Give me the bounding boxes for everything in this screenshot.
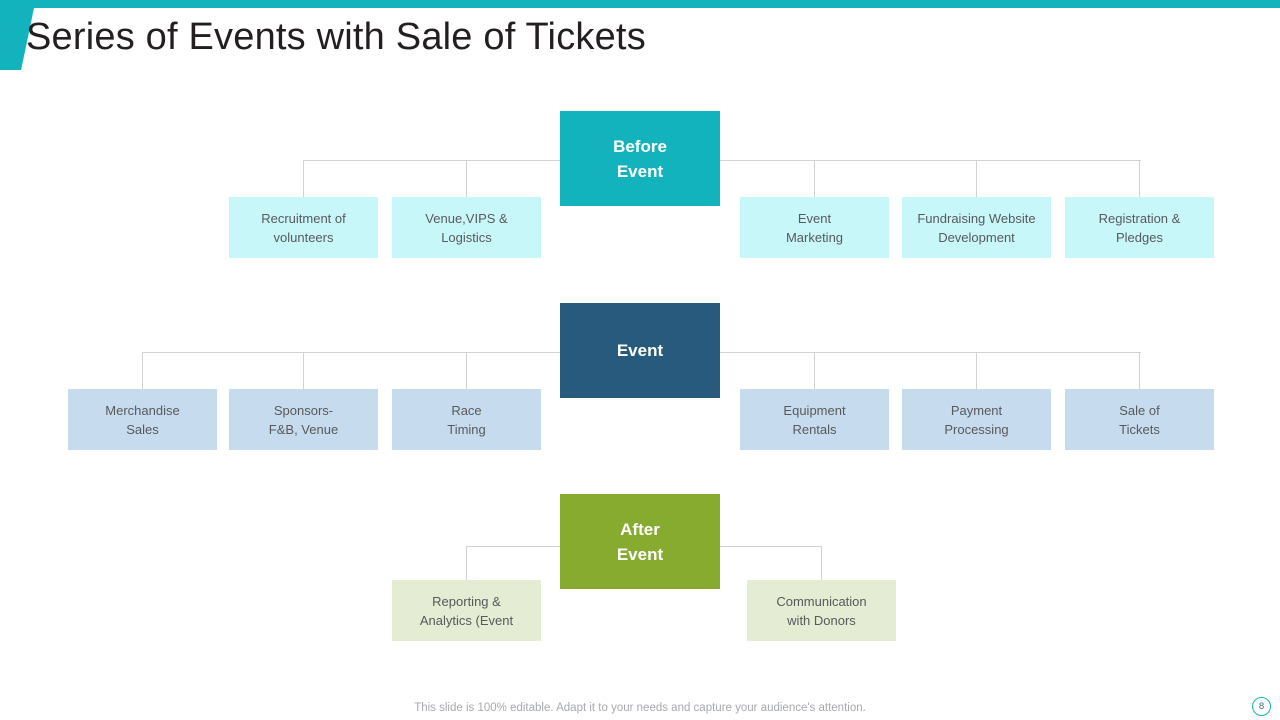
leaf-label-line1: Sale of [1119, 402, 1160, 418]
connector-v-event-5 [976, 352, 977, 389]
leaf-label-line2: Pledges [1116, 229, 1163, 245]
leaf-label-line2: Timing [447, 421, 486, 437]
leaf-merchandise-sales[interactable]: Merchandise Sales [68, 389, 217, 450]
leaf-label-line1: Venue,VIPS & [425, 210, 508, 226]
hub-event[interactable]: Event [560, 303, 720, 398]
leaf-payment-processing[interactable]: Payment Processing [902, 389, 1051, 450]
connector-v-event-4 [814, 352, 815, 389]
leaf-label-line1: Recruitment of [261, 210, 346, 226]
connector-h-before [303, 160, 1141, 161]
connector-v-before-2 [466, 160, 467, 197]
leaf-label-line1: Fundraising Website [917, 210, 1036, 226]
connector-v-before-4 [976, 160, 977, 197]
leaf-label-line1: Merchandise [105, 402, 180, 418]
connector-v-event-3 [466, 352, 467, 389]
leaf-label-line2: Rentals [792, 421, 837, 437]
connector-v-before-5 [1139, 160, 1140, 197]
hub-before-event-label-line2: Event [616, 161, 664, 181]
leaf-label-line2: with Donors [787, 612, 856, 628]
connector-v-before-1 [303, 160, 304, 197]
leaf-registration-pledges[interactable]: Registration & Pledges [1065, 197, 1214, 258]
leaf-label-line1: Communication [776, 593, 867, 609]
hub-after-event-label-line1: After [620, 519, 660, 539]
hub-before-event-label-line1: Before [613, 136, 667, 156]
leaf-recruitment-of-volunteers[interactable]: Recruitment of volunteers [229, 197, 378, 258]
leaf-label-line2: Analytics (Event [419, 612, 514, 628]
leaf-label-line2: Sales [126, 421, 159, 437]
leaf-label-line2: Development [938, 229, 1015, 245]
connector-v-after-1 [466, 546, 467, 580]
connector-v-event-6 [1139, 352, 1140, 389]
hub-before-event[interactable]: Before Event [560, 111, 720, 206]
leaf-label-line1: Event [797, 210, 832, 226]
hub-after-event-label-line2: Event [616, 544, 664, 564]
leaf-label-line1: Equipment [783, 402, 846, 418]
leaf-communication-with-donors[interactable]: Communication with Donors [747, 580, 896, 641]
leaf-label-line1: Payment [950, 402, 1003, 418]
connector-v-event-2 [303, 352, 304, 389]
connector-v-after-2 [821, 546, 822, 580]
hub-event-label-line1: Event [616, 341, 664, 360]
leaf-equipment-rentals[interactable]: Equipment Rentals [740, 389, 889, 450]
leaf-label-line1: Reporting & [432, 593, 501, 609]
connector-v-event-1 [142, 352, 143, 389]
leaf-venue-vips-logistics[interactable]: Venue,VIPS & Logistics [392, 197, 541, 258]
leaf-sale-of-tickets[interactable]: Sale of Tickets [1065, 389, 1214, 450]
leaf-sponsors-fb-venue[interactable]: Sponsors- F&B, Venue [229, 389, 378, 450]
leaf-label-line2: volunteers [273, 229, 334, 245]
leaf-label-line2: Logistics [441, 229, 492, 245]
leaf-event-marketing[interactable]: Event Marketing [740, 197, 889, 258]
leaf-fundraising-website-development[interactable]: Fundraising Website Development [902, 197, 1051, 258]
leaf-label-line2: F&B, Venue [268, 421, 339, 437]
leaf-label-line2: Tickets [1119, 421, 1160, 437]
leaf-label-line2: Marketing [785, 229, 844, 245]
hub-after-event[interactable]: After Event [560, 494, 720, 589]
leaf-label-line1: Sponsors- [273, 402, 334, 418]
page-title: Series of Events with Sale of Tickets [26, 16, 646, 58]
footer-note: This slide is 100% editable. Adapt it to… [414, 702, 866, 714]
connector-v-before-3 [814, 160, 815, 197]
top-accent-bar [0, 0, 1280, 8]
page-number-badge: 8 [1252, 697, 1271, 716]
leaf-label-line2: Processing [944, 421, 1009, 437]
leaf-reporting-analytics[interactable]: Reporting & Analytics (Event [392, 580, 541, 641]
leaf-label-line1: Registration & [1098, 210, 1181, 226]
leaf-label-line1: Race [451, 402, 482, 418]
leaf-race-timing[interactable]: Race Timing [392, 389, 541, 450]
